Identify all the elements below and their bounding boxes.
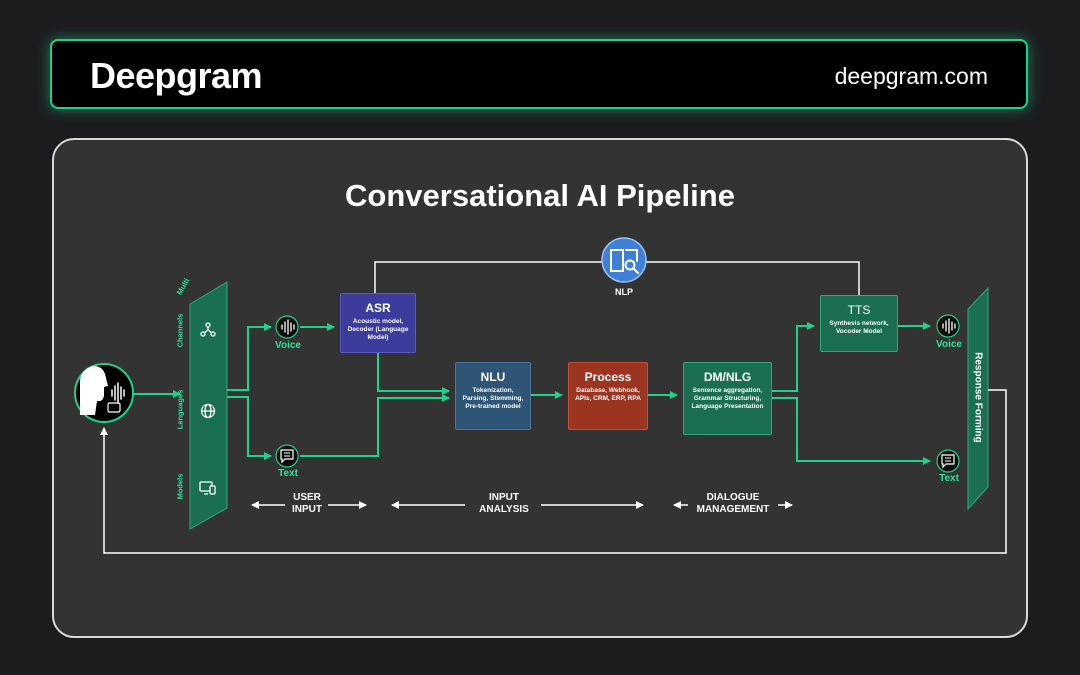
chat-bubble-icon xyxy=(936,449,960,473)
dmnlg-title: DM/NLG xyxy=(703,370,752,384)
dmnlg-desc: Sentence aggregation, Grammar Structurin… xyxy=(691,387,764,410)
stage-input-analysis-line1: INPUT xyxy=(489,492,519,503)
stage-dialogue-management: DIALOGUE MANAGEMENT xyxy=(686,492,780,516)
models-label: Models xyxy=(175,473,185,500)
process-title: Process xyxy=(584,370,632,384)
speaking-person-icon xyxy=(74,363,134,423)
header-bar: Deepgram deepgram.com xyxy=(50,39,1028,109)
response-forming-bar xyxy=(967,286,989,511)
languages-label: Languages xyxy=(175,389,185,430)
diagram-title: Conversational AI Pipeline xyxy=(345,178,735,213)
asr-box: ASR Acoustic model, Decoder (Language Mo… xyxy=(340,293,416,353)
tts-box: TTS Synthesis network, Vocoder Model xyxy=(820,295,898,352)
stage-dialogue-line1: DIALOGUE xyxy=(706,492,760,503)
asr-desc: Acoustic model, Decoder (Language Model) xyxy=(347,318,409,341)
globe-icon xyxy=(200,403,216,419)
book-search-icon xyxy=(601,237,647,283)
stage-input-analysis-line2: ANALYSIS xyxy=(479,504,529,515)
channel-bar xyxy=(189,281,228,530)
channels-label: Channels xyxy=(175,313,185,348)
response-forming-label: Response Forming xyxy=(972,352,984,443)
stage-user-input-line1: USER xyxy=(293,492,321,503)
brand-logo[interactable]: Deepgram xyxy=(90,55,263,96)
stage-dialogue-line2: MANAGEMENT xyxy=(696,504,770,515)
stage-user-input: USER INPUT xyxy=(280,492,334,516)
asr-title: ASR xyxy=(365,301,391,315)
text-in-label: Text xyxy=(278,468,298,479)
tts-title: TTS xyxy=(847,303,871,317)
voice-out-label: Voice xyxy=(936,339,962,350)
nlu-box: NLU Tokenization, Parsing, Stemming, Pre… xyxy=(455,362,531,430)
nlu-desc: Tokenization, Parsing, Stemming, Pre-tra… xyxy=(462,387,524,410)
text-out-label: Text xyxy=(939,473,959,484)
stage-input-analysis: INPUT ANALYSIS xyxy=(466,492,542,516)
share-nodes-icon xyxy=(200,322,216,337)
voice-in-label: Voice xyxy=(275,340,301,351)
dmnlg-box: DM/NLG Sentence aggregation, Grammar Str… xyxy=(683,362,772,435)
process-box: Process Database, Webhook, APIs, CRM, ER… xyxy=(568,362,648,430)
stage-user-input-line2: INPUT xyxy=(292,504,322,515)
waveform-icon xyxy=(936,314,960,338)
nlu-title: NLU xyxy=(480,370,506,384)
waveform-icon xyxy=(275,315,299,339)
nlp-label: NLP xyxy=(615,287,633,297)
tts-desc: Synthesis network, Vocoder Model xyxy=(829,320,889,335)
site-url[interactable]: deepgram.com xyxy=(834,63,988,89)
devices-icon xyxy=(199,481,216,495)
process-desc: Database, Webhook, APIs, CRM, ERP, RPA xyxy=(575,387,641,402)
chat-bubble-icon xyxy=(275,444,299,468)
